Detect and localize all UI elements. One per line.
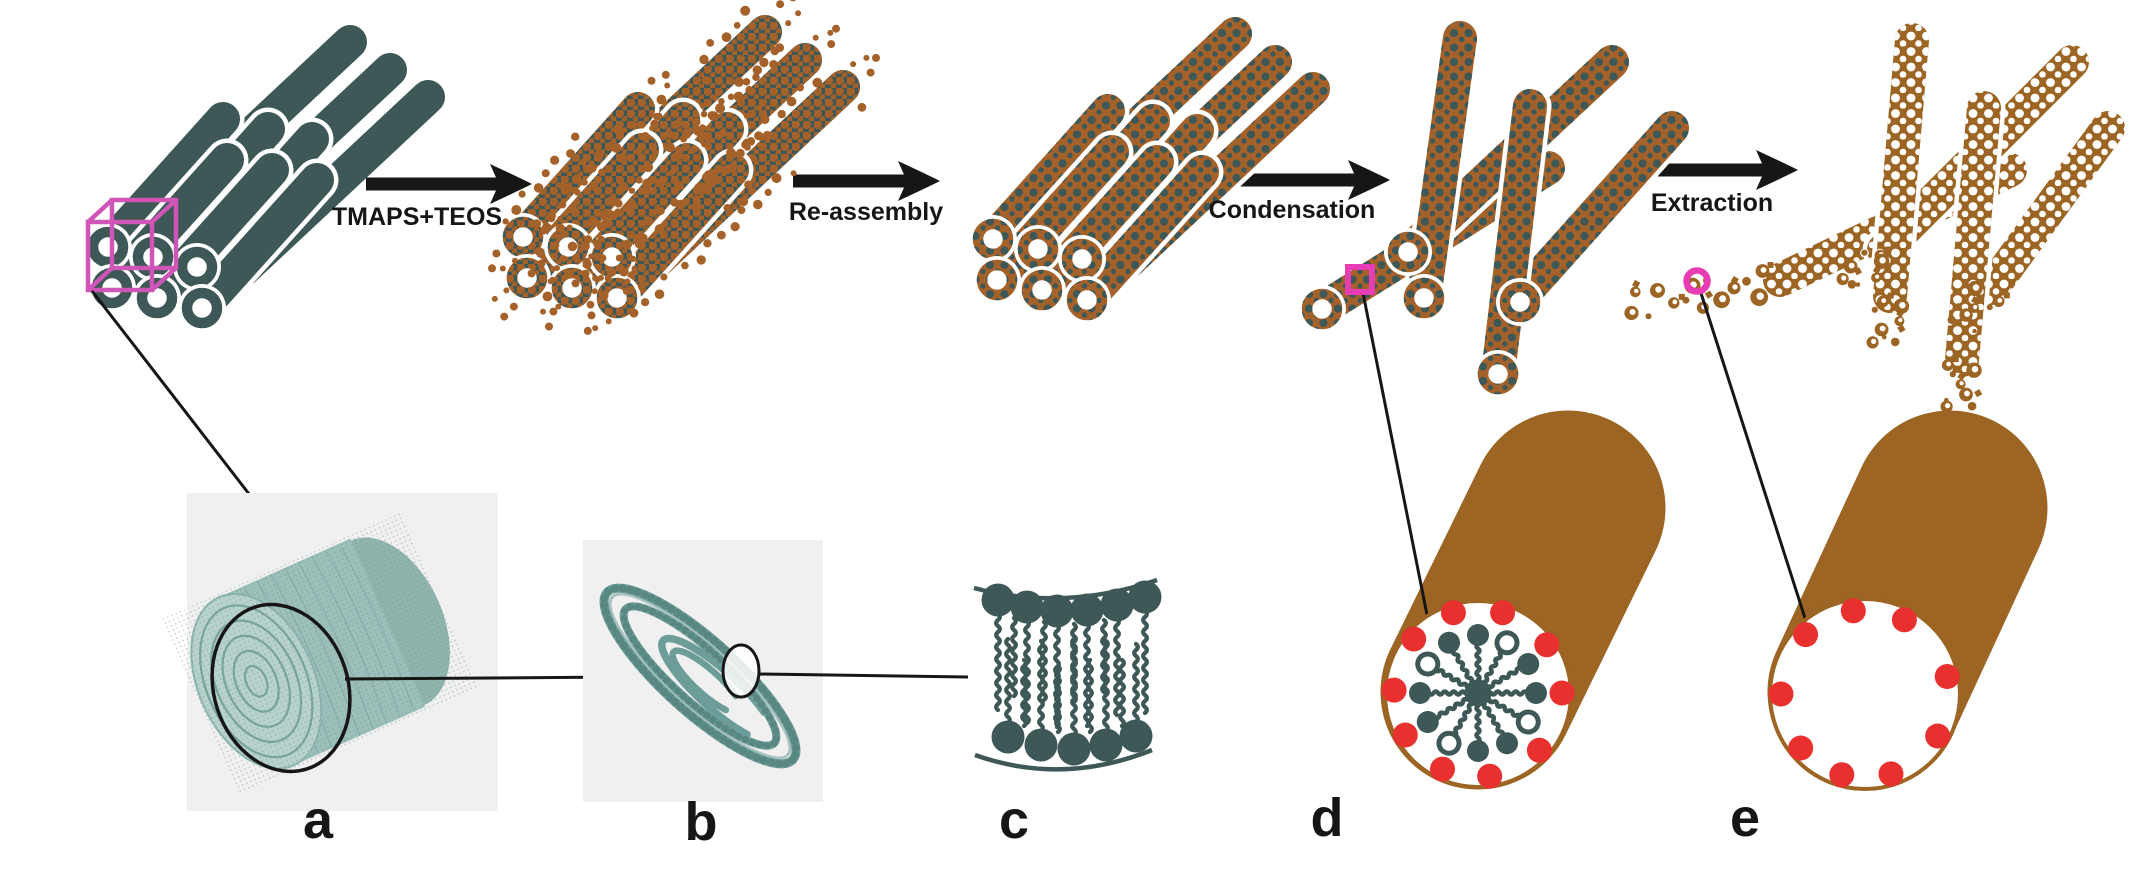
radial-micelle-and-markers xyxy=(1381,600,1575,789)
stage-reassembled-silica-bundle xyxy=(969,12,1335,324)
red-dot-marker xyxy=(1490,600,1516,626)
callout-line-b-to-c xyxy=(757,672,969,679)
red-dot-marker xyxy=(1477,763,1503,789)
callout-line-square-to-d xyxy=(1361,292,1434,641)
highlight-square-icon xyxy=(1345,264,1375,295)
panel-label-d: d xyxy=(1311,788,1344,848)
annotation-ellipse-b xyxy=(721,643,761,699)
red-dot-marker xyxy=(1891,607,1917,633)
callout-line-a-to-b xyxy=(344,675,623,681)
panel-c-lipid-bilayer xyxy=(973,577,1162,772)
panel-a-rolled-membrane xyxy=(160,493,498,811)
red-dot-marker xyxy=(1381,677,1407,703)
red-dot-marker xyxy=(1401,626,1427,652)
surface-markers xyxy=(1768,598,1960,788)
red-dot-marker xyxy=(1549,680,1575,706)
panel-label-b: b xyxy=(685,792,718,852)
red-dot-marker xyxy=(1793,622,1819,648)
red-dot-marker xyxy=(1526,737,1552,763)
panel-b-rolled-bilayer-spiral xyxy=(583,540,823,802)
membrane-roll-cylinder xyxy=(160,512,480,794)
process-label-extraction: Extraction xyxy=(1651,189,1773,217)
panel-d-tube-cross-section-with-micelle xyxy=(1361,292,1666,790)
arrow-right-icon-tmaps-teos xyxy=(366,164,532,204)
callout-line-cube-to-a xyxy=(90,290,265,513)
bilayer-bottom-arc xyxy=(974,747,1153,772)
red-dot-marker xyxy=(1878,761,1904,787)
stage-condensed-nanotubes xyxy=(1298,16,1694,398)
annotation-ellipse-a xyxy=(210,602,352,774)
red-dot-marker xyxy=(1788,735,1814,761)
panel-label-c: c xyxy=(999,790,1029,850)
arrow-right-icon-extraction xyxy=(1658,150,1798,190)
arrow-right-icon-condensation xyxy=(1235,160,1390,200)
red-dot-marker xyxy=(1768,681,1794,707)
highlight-ring-icon xyxy=(1683,267,1711,295)
stage-extracted-porous-nanotubes xyxy=(1624,18,2130,413)
red-dot-marker xyxy=(1934,664,1960,689)
cube-edges xyxy=(86,198,178,292)
panel-label-a: a xyxy=(303,790,334,850)
red-dot-marker xyxy=(1534,632,1560,658)
red-dot-marker xyxy=(1430,756,1455,782)
highlight-cube-icon xyxy=(85,197,179,293)
panel-e-empty-tube-cross-section xyxy=(1698,289,2048,791)
red-dot-marker xyxy=(1392,722,1418,748)
red-dot-marker xyxy=(1840,598,1866,624)
callout-line-ring-to-e xyxy=(1698,289,1814,641)
red-dot-marker xyxy=(1925,723,1951,749)
red-dot-marker xyxy=(1829,762,1855,788)
process-label-condensation: Condensation xyxy=(1209,196,1376,224)
process-label-reassembly: Re-assembly xyxy=(789,198,943,226)
arrow-right-icon-reassembly xyxy=(793,161,940,201)
stage-silica-precursor-coated-bundle xyxy=(488,0,880,335)
process-arrows xyxy=(366,150,1798,204)
process-label-tmaps-teos: TMAPS+TEOS xyxy=(332,203,502,231)
red-dot-marker xyxy=(1440,600,1466,626)
panel-label-e: e xyxy=(1730,788,1760,848)
spiral-loops xyxy=(599,583,801,769)
bilayer-heads-and-tails xyxy=(981,580,1162,766)
